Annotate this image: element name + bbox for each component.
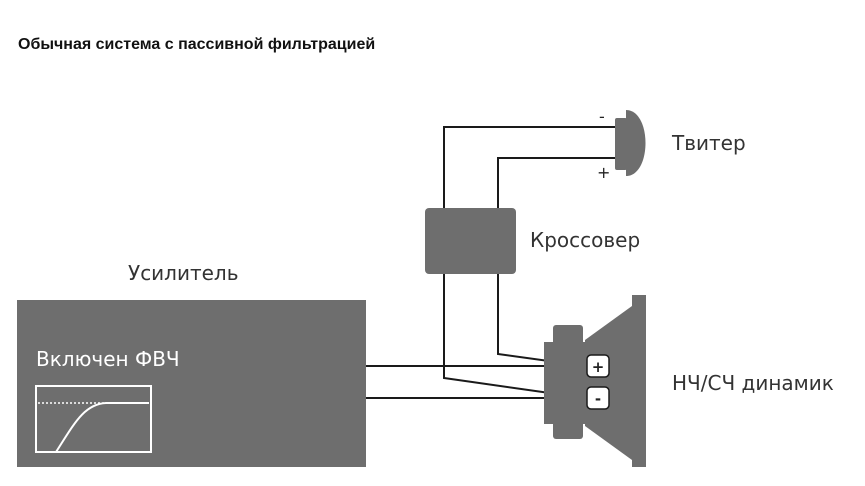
hpf-curve xyxy=(55,402,149,453)
woofer-plus-label: + xyxy=(592,358,605,376)
woofer-speaker-icon xyxy=(544,295,646,467)
tweeter-plus-label: + xyxy=(597,163,610,182)
amplifier-label: Усилитель xyxy=(128,261,239,285)
crossover-label: Кроссовер xyxy=(530,228,640,252)
woofer-label: НЧ/СЧ динамик xyxy=(672,371,834,395)
page-title: Обычная система с пассивной фильтрацией xyxy=(18,36,376,53)
tweeter-minus-label: - xyxy=(599,107,605,126)
woofer-minus-terminal xyxy=(586,386,610,410)
woofer-plus-terminal xyxy=(586,354,610,378)
amplifier-hpf-label: Включен ФВЧ xyxy=(36,347,180,371)
wire-tweeter-minus xyxy=(443,126,615,208)
hpf-graph-frame xyxy=(35,385,152,453)
tweeter-label: Твитер xyxy=(671,131,746,155)
crossover-box xyxy=(425,208,516,274)
woofer-minus-label: - xyxy=(595,390,601,408)
amplifier-box xyxy=(17,300,366,467)
wire-tweeter-plus xyxy=(497,157,615,208)
tweeter-icon xyxy=(615,110,646,176)
wire-crossover-to-woofer-minus xyxy=(443,274,586,399)
